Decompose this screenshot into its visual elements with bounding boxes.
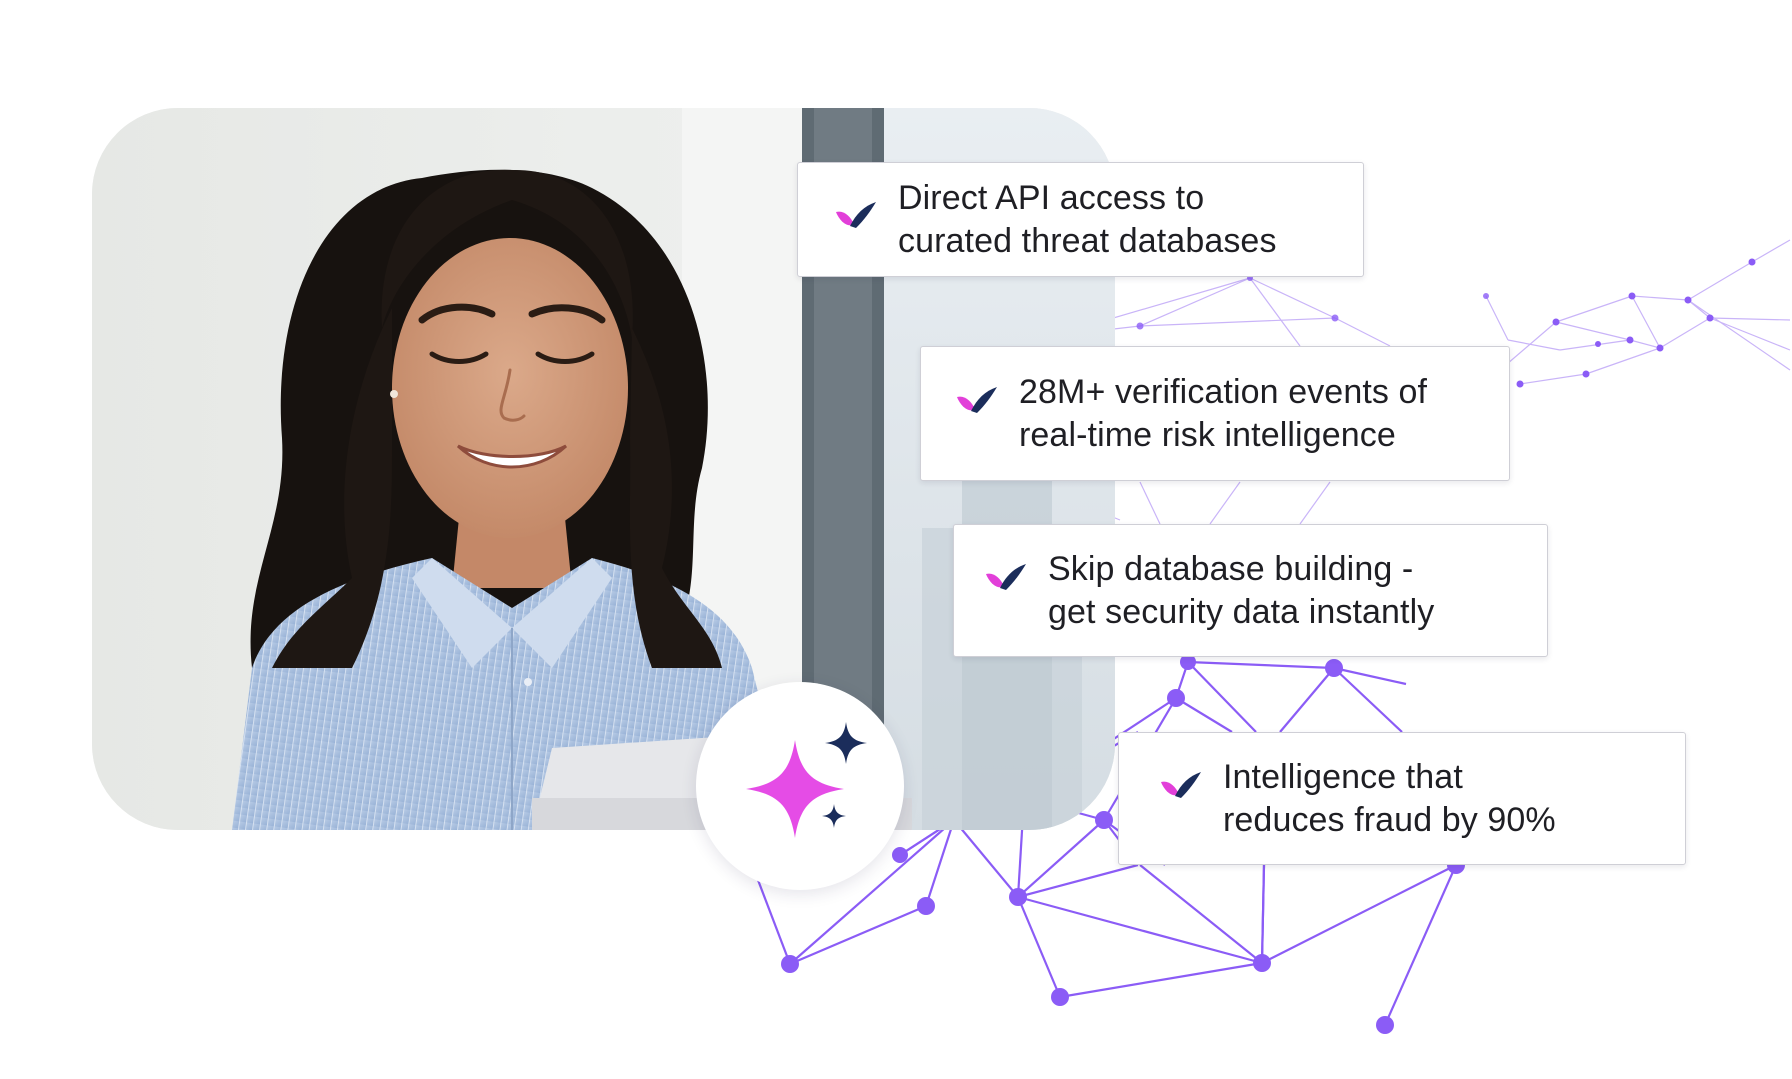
hero-photo bbox=[92, 108, 1115, 830]
feature-text: Intelligence that reduces fraud by 90% bbox=[1223, 757, 1556, 839]
sparkle-badge bbox=[696, 682, 904, 890]
check-icon bbox=[957, 386, 997, 413]
check-icon bbox=[986, 563, 1026, 590]
sparkle-icon bbox=[746, 722, 867, 838]
feature-card-verification-events: 28M+ verification events of real-time ri… bbox=[920, 346, 1510, 481]
feature-card-api-access: Direct API access to curated threat data… bbox=[797, 162, 1364, 277]
feature-text: 28M+ verification events of real-time ri… bbox=[1019, 372, 1428, 454]
feature-card-reduce-fraud: Intelligence that reduces fraud by 90% bbox=[1118, 732, 1686, 865]
feature-text: Direct API access to curated threat data… bbox=[898, 178, 1277, 260]
feature-text: Skip database building - get security da… bbox=[1048, 549, 1435, 631]
check-icon bbox=[836, 201, 876, 228]
feature-card-skip-database: Skip database building - get security da… bbox=[953, 524, 1548, 657]
check-icon bbox=[1161, 771, 1201, 798]
